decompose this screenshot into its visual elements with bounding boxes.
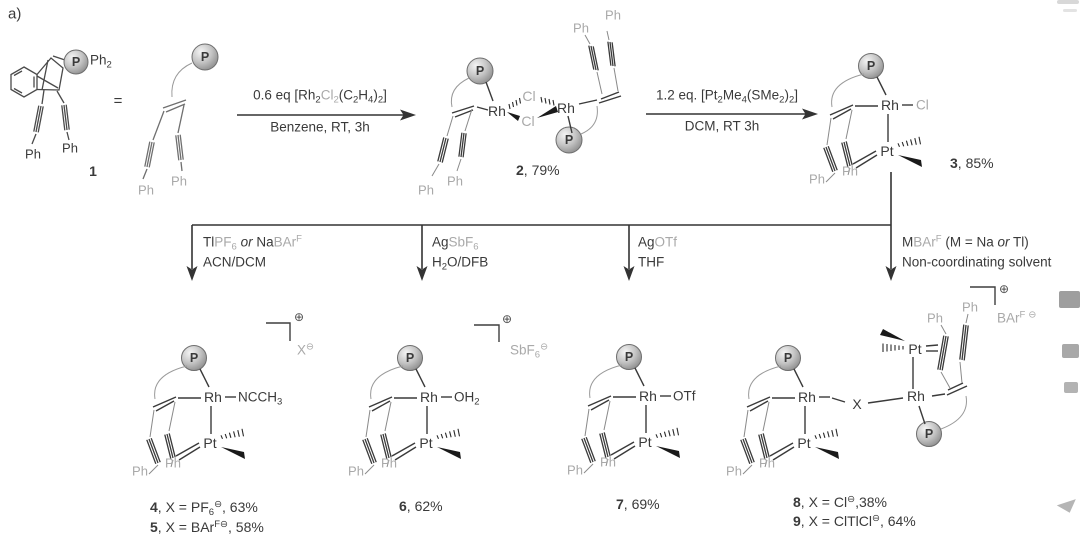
compound89-pt-left: Pt	[797, 435, 811, 451]
cropped-button-artifact[interactable]	[1062, 344, 1079, 358]
compound2-ph: Ph	[447, 173, 463, 189]
compound2-cl-bottom: Cl	[521, 113, 535, 129]
compound6-counterion: SbF6⊖	[510, 341, 549, 361]
compound4-yield-label: 4, X = PF6⊖, 63%	[150, 498, 258, 518]
arrows	[191, 113, 892, 269]
compound5-yield-label: 5, X = BArF⊖, 58%	[150, 518, 264, 535]
compound1-ph2-label: Ph2	[90, 52, 112, 71]
compound89-ph: Ph	[962, 299, 978, 315]
compound6-plus-charge: ⊕	[501, 312, 513, 326]
branch3-reagents: AgOTf	[638, 234, 678, 250]
step1-conditions: Benzene, RT, 3h	[270, 119, 370, 135]
compound7-p: P	[624, 349, 634, 364]
compound89-plus-charge: ⊕	[998, 282, 1010, 296]
compound45-counterion: X⊖	[297, 341, 314, 358]
step2-conditions: DCM, RT 3h	[684, 118, 760, 134]
compound2-skeleton	[431, 30, 622, 177]
compound89-counterion: BArF ⊖	[997, 309, 1037, 326]
compound45-rh: Rh	[204, 389, 222, 405]
compound2-yield-label: 2, 79%	[516, 162, 560, 178]
compound2-p1: P	[475, 63, 485, 78]
compound3-ph: Ph	[842, 163, 858, 179]
compound6-pt: Pt	[419, 435, 433, 451]
compound2-ph: Ph	[418, 182, 434, 198]
ligand-ph-right: Ph	[171, 173, 187, 189]
branch3-conditions: THF	[638, 254, 665, 270]
compound1-ph-right: Ph	[62, 140, 78, 156]
compound7-ph: Ph	[567, 462, 583, 478]
compound6-yield-label: 6, 62%	[399, 498, 443, 514]
compound1-number: 1	[89, 163, 97, 179]
compound1-ph-left: Ph	[25, 146, 41, 162]
branch2-reagents: AgSbF6	[432, 234, 479, 253]
compound45-ph: Ph	[165, 455, 181, 471]
compound1-skeleton	[10, 55, 70, 145]
compound6-p: P	[405, 350, 415, 365]
compound3-p: P	[866, 58, 876, 73]
compound6-ph: Ph	[348, 463, 364, 479]
compound7-rh: Rh	[639, 388, 657, 404]
compound45-nccH3-ligand: NCCH3	[238, 389, 283, 408]
compound89-ph: Ph	[759, 455, 775, 471]
compound89-p-left: P	[783, 350, 793, 365]
compound3-yield-label: 3, 85%	[950, 155, 994, 171]
panel-label: a)	[8, 5, 22, 23]
compound2-ph: Ph	[573, 20, 589, 36]
branch2-conditions: H2O/DFB	[432, 254, 489, 273]
branch4-conditions: Non-coordinating solvent	[902, 254, 1052, 270]
compound2-rh1: Rh	[488, 103, 506, 119]
cropped-button-artifact[interactable]	[1059, 291, 1080, 308]
ligand-skeleton	[142, 43, 219, 180]
compound7-yield-label: 7, 69%	[616, 496, 660, 512]
compound3-cl-ligand: Cl	[916, 97, 929, 113]
compound2-ph: Ph	[605, 7, 621, 23]
compound8-yield-label: 8, X = Cl⊖,38%	[793, 493, 887, 510]
cropped-toolbar-artifact[interactable]	[1057, 0, 1079, 4]
compound6-rh: Rh	[420, 389, 438, 405]
compound45-plus-charge: ⊕	[293, 310, 305, 324]
step2-reagent: 1.2 eq. [Pt2Me4(SMe2)2]	[655, 87, 799, 106]
compound89-right-skeleton	[831, 313, 969, 447]
cropped-button-artifact[interactable]	[1064, 382, 1078, 393]
compound3-pt: Pt	[880, 143, 894, 159]
cropped-toolbar-artifact[interactable]	[1063, 9, 1077, 12]
compound6-oh2-ligand: OH2	[454, 389, 480, 408]
compound3-ph: Ph	[809, 171, 825, 187]
compound6-ph: Ph	[381, 455, 397, 471]
compound89-ph: Ph	[726, 463, 742, 479]
compound2-p2: P	[564, 132, 574, 147]
compound7-otf-ligand: OTf	[673, 388, 696, 404]
branch1-conditions: ACN/DCM	[203, 254, 266, 270]
compound89-rh-left: Rh	[798, 389, 816, 405]
compound89-x-bridge: X	[852, 396, 862, 412]
compound9-yield-label: 9, X = ClTlCl⊖, 64%	[793, 512, 916, 529]
compound2-cl-top: Cl	[522, 88, 536, 104]
compound89-ph: Ph	[927, 310, 943, 326]
compound7-ph: Ph	[600, 454, 616, 470]
ligand-phosphorus-atom: P	[200, 49, 210, 64]
compound89-pt-right: Pt	[908, 341, 922, 357]
compound89-p-right: P	[924, 426, 934, 441]
ligand-ph-left: Ph	[138, 182, 154, 198]
compound45-ph: Ph	[132, 463, 148, 479]
branch4-reagents: MBArF (M = Na or Tl)	[902, 233, 1029, 250]
compound3-rh: Rh	[881, 97, 899, 113]
compound45-p: P	[189, 350, 199, 365]
step1-reagent: 0.6 eq [Rh2Cl2(C2H4)2]	[253, 87, 387, 106]
compound1-phosphorus-atom: P	[71, 54, 81, 69]
compound2-rh2: Rh	[557, 100, 575, 116]
compound7-pt: Pt	[638, 434, 652, 450]
equals-sign: =	[113, 92, 123, 110]
cation-brackets	[266, 286, 996, 342]
compound45-pt: Pt	[203, 435, 217, 451]
compound89-rh-right: Rh	[907, 388, 925, 404]
branch1-reagents: TlPF6 or NaBArF	[203, 233, 302, 253]
